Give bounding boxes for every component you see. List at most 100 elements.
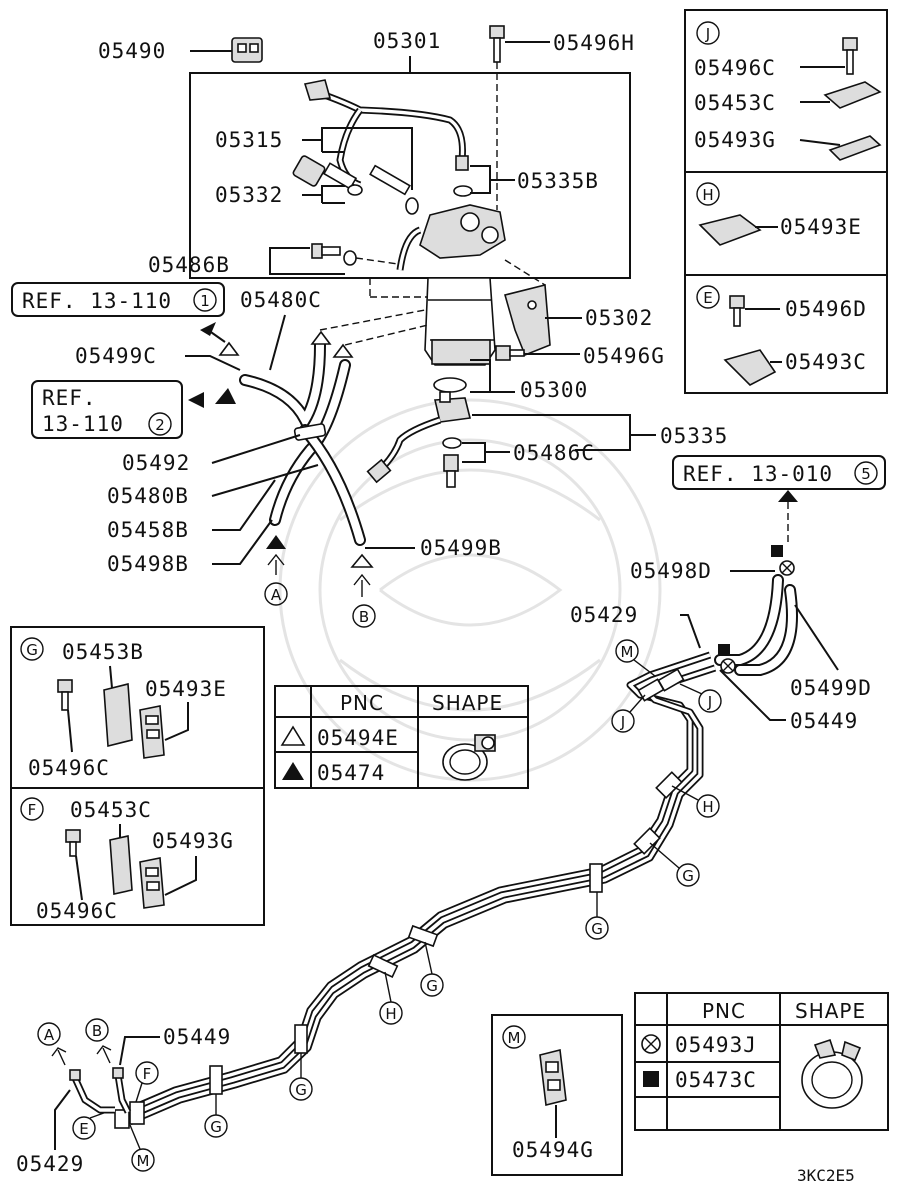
marker-B-top: B: [352, 604, 376, 628]
svg-text:05493C: 05493C: [785, 350, 867, 374]
svg-text:A: A: [271, 586, 282, 604]
diagram-code: 3KC2E5: [797, 1166, 855, 1185]
marker-G-2: G: [585, 892, 609, 940]
inset-left-box: [10, 626, 265, 926]
svg-text:05453C: 05453C: [70, 798, 152, 822]
ref-box-13-110-1: REF. 13-110 1: [11, 282, 225, 317]
svg-text:B: B: [359, 608, 369, 626]
marker-G-4: G: [289, 1053, 313, 1101]
svg-text:G: G: [26, 641, 38, 659]
marker-M-top: M: [615, 639, 656, 677]
filled-triangle-ref2: [215, 388, 236, 404]
svg-text:05453B: 05453B: [62, 640, 144, 664]
pipe-ends-bottom: [69, 1067, 132, 1114]
svg-text:G: G: [295, 1081, 307, 1099]
label-05498D: 05498D: [630, 559, 712, 583]
fitting-05332: [292, 155, 419, 215]
svg-text:M: M: [508, 1029, 521, 1047]
label-05301: 05301: [373, 29, 441, 53]
label-05486C: 05486C: [513, 441, 595, 465]
svg-text:05496C: 05496C: [28, 756, 110, 780]
svg-text:H: H: [702, 186, 713, 204]
fuel-pipes: [114, 651, 717, 1129]
label-05480B: 05480B: [107, 484, 189, 508]
label-05335B: 05335B: [517, 169, 599, 193]
hose-05480: [239, 339, 366, 546]
label-05496H: 05496H: [553, 31, 635, 55]
marker-H-2: H: [379, 971, 403, 1025]
svg-text:05496D: 05496D: [785, 297, 867, 321]
svg-text:F: F: [143, 1065, 152, 1083]
arrow-up-B: [353, 573, 371, 597]
marker-E: E: [72, 1109, 113, 1140]
marker-F: F: [135, 1061, 159, 1103]
svg-text:05473C: 05473C: [675, 1068, 757, 1092]
sensor-05335: [366, 391, 471, 488]
label-05458B: 05458B: [107, 518, 189, 542]
inset-G: G 05453B 05493E 05496C: [20, 637, 227, 780]
label-05498B: 05498B: [107, 552, 189, 576]
label-05480C: 05480C: [240, 288, 322, 312]
inset-right-column: [684, 9, 888, 394]
label-05490: 05490: [98, 39, 166, 63]
svg-text:05496C: 05496C: [36, 899, 118, 923]
label-05300: 05300: [520, 378, 588, 402]
svg-text:A: A: [44, 1026, 55, 1044]
label-05449-top: 05449: [790, 709, 858, 733]
marker-M-bottom: M: [129, 1124, 155, 1172]
label-05496G: 05496G: [583, 344, 665, 368]
svg-text:05493G: 05493G: [694, 128, 776, 152]
filter-bowl-05300: [424, 277, 496, 393]
svg-text:J: J: [705, 25, 710, 43]
open-triangle-2: [310, 330, 332, 345]
svg-text:F: F: [28, 801, 37, 819]
svg-text:REF. 13-110: REF. 13-110: [22, 289, 172, 313]
ref-box-13-110-2: REF. 13-110 2: [31, 380, 183, 439]
marker-G-3: G: [420, 941, 444, 997]
filled-square-right: [718, 644, 730, 656]
label-05499B: 05499B: [420, 536, 502, 560]
label-05335: 05335: [660, 424, 728, 448]
svg-text:M: M: [137, 1152, 150, 1170]
arrow-ref3: [778, 490, 798, 502]
open-triangle-1: [218, 341, 240, 356]
svg-text:5: 5: [861, 465, 871, 483]
svg-text:REF.: REF.: [42, 386, 97, 410]
pipe-05315: [303, 79, 469, 189]
svg-text:PNC: PNC: [340, 691, 384, 715]
bracket-05302: [504, 259, 551, 357]
svg-text:G: G: [591, 920, 603, 938]
arrow-ref1: [200, 322, 216, 336]
marker-A-top: A: [264, 582, 288, 606]
label-05499D: 05499D: [790, 676, 872, 700]
marker-B-bottom: B: [85, 1018, 112, 1064]
svg-text:G: G: [682, 867, 694, 885]
label-05486B: 05486B: [148, 253, 230, 277]
pnc-table-2: PNC SHAPE 05493J 05473C: [634, 992, 889, 1131]
svg-text:B: B: [92, 1022, 102, 1040]
arrow-up-A: [267, 553, 285, 575]
filter-head: [396, 204, 506, 271]
svg-text:05453C: 05453C: [694, 91, 776, 115]
svg-text:05493G: 05493G: [152, 829, 234, 853]
svg-text:H: H: [385, 1005, 396, 1023]
inset-H: H 05493E: [696, 182, 861, 246]
label-05429-bottom: 05429: [16, 1152, 84, 1176]
assembly-box-05301: [189, 72, 631, 279]
svg-text:REF. 13-010: REF. 13-010: [683, 462, 833, 486]
pnc-table-1: PNC SHAPE 05494E 05474: [274, 685, 529, 789]
svg-text:SHAPE: SHAPE: [795, 999, 866, 1023]
svg-text:05493E: 05493E: [145, 677, 227, 701]
filled-square-top: [771, 545, 783, 557]
svg-text:G: G: [210, 1118, 222, 1136]
label-05429-top: 05429: [570, 603, 638, 627]
svg-text:1: 1: [200, 292, 210, 310]
watermark: [278, 398, 662, 782]
bolt-05496G: [495, 345, 525, 361]
open-triangle-B: [350, 553, 374, 568]
svg-text:E: E: [703, 289, 712, 307]
svg-text:13-110: 13-110: [42, 412, 124, 436]
svg-text:H: H: [702, 798, 713, 816]
label-05332: 05332: [215, 183, 283, 207]
